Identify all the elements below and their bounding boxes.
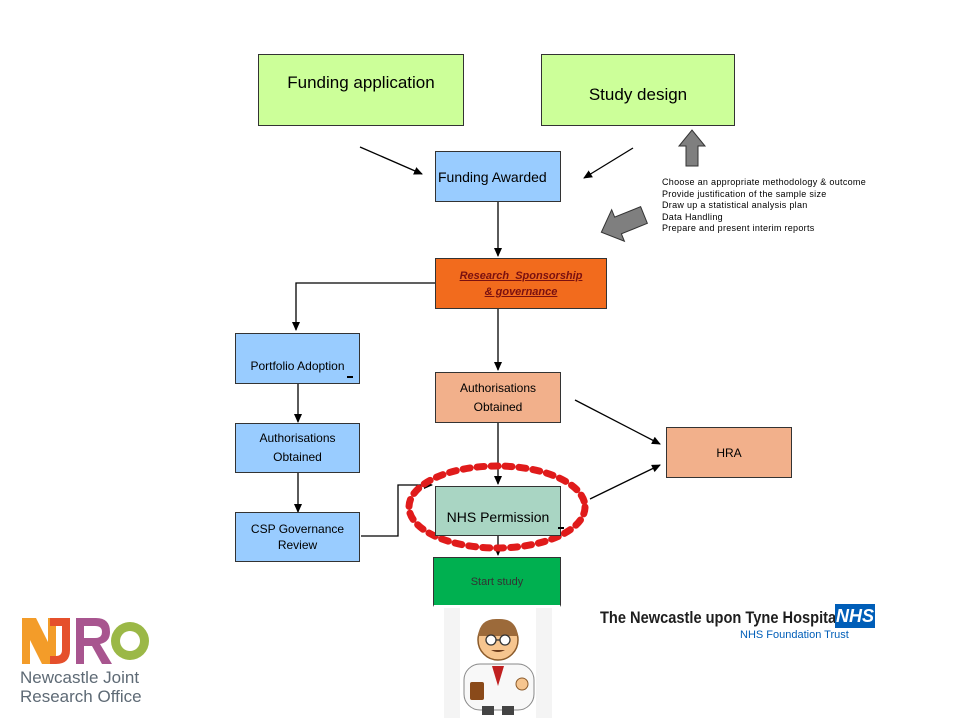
note-data-handling: Data Handling (662, 211, 723, 222)
hra-box: HRA (666, 427, 792, 478)
study-design-box: Study design (541, 54, 735, 126)
trust-logo: The Newcastle upon Tyne Hospitals NHS NH… (598, 603, 888, 647)
nhs-permission-box: NHS Permission (435, 486, 561, 536)
start-study-label: Start study (470, 575, 524, 588)
note-sample-size: Provide justification of the sample size (662, 188, 827, 199)
funding-application-box: Funding application (258, 54, 464, 126)
authorisations-left-label-line1: Authorisations (259, 431, 336, 445)
grey-left-arrow-icon (600, 206, 649, 243)
authorisations-center-box: Authorisations Obtained (435, 372, 561, 423)
start-study-box: Start study (433, 557, 561, 607)
note-statistical-plan: Draw up a statistical analysis plan (662, 200, 808, 211)
csp-governance-label-line1: CSP Governance (250, 522, 345, 536)
hra-label: HRA (716, 445, 742, 460)
trust-subtitle: NHS Foundation Trust (740, 629, 849, 641)
portfolio-adoption-box: Portfolio Adoption (235, 333, 360, 384)
authorisations-center-label-line2: Obtained (473, 399, 523, 414)
research-sponsorship-label-line1: Research Sponsorship (459, 269, 583, 282)
note-methodology: Choose an appropriate methodology & outc… (662, 177, 867, 187)
note-interim-reports: Prepare and present interim reports (662, 223, 815, 234)
funding-awarded-box: Funding Awarded (435, 151, 561, 202)
njro-name-line2: Research Office (20, 687, 142, 706)
authorisations-left-box: Authorisations Obtained (235, 423, 360, 473)
portfolio-adoption-label: Portfolio Adoption (250, 358, 345, 373)
nhs-permission-mark (558, 527, 564, 529)
portfolio-adoption-mark (347, 376, 353, 378)
trust-name: The Newcastle upon Tyne Hospitals (600, 608, 849, 627)
csp-governance-label-line2: Review (277, 538, 318, 552)
funding-awarded-label: Funding Awarded (438, 168, 547, 185)
study-design-label: Study design (588, 85, 688, 104)
njro-logo: Newcastle Joint Research Office (20, 614, 160, 706)
arrow-application-to-awarded (359, 146, 423, 175)
doctor-cartoon-icon (444, 608, 552, 718)
arrow-sponsorship-to-portfolio (292, 282, 435, 331)
nhs-badge: NHS (835, 604, 875, 628)
csp-governance-box: CSP Governance Review (235, 512, 360, 562)
grey-up-arrow-icon (677, 129, 707, 167)
njro-mark-icon (22, 618, 149, 664)
arrow-nhs-to-hra (589, 464, 661, 500)
funding-application-label: Funding application (287, 73, 435, 92)
research-sponsorship-label-line2: & governance (484, 285, 558, 298)
authorisations-left-label-line2: Obtained (273, 450, 322, 464)
research-sponsorship-box: Research Sponsorship & governance (435, 258, 607, 309)
arrow-authorisations-to-hra (574, 399, 661, 445)
nhs-badge-label: NHS (835, 606, 874, 626)
authorisations-center-label-line1: Authorisations (459, 380, 537, 395)
arrow-csp-to-nhs (361, 481, 433, 537)
highlight-ring (405, 462, 589, 552)
nhs-permission-label: NHS Permission (446, 509, 550, 525)
arrow-design-to-awarded (583, 147, 634, 179)
njro-name-line1: Newcastle Joint (20, 668, 140, 687)
methodology-notes: Choose an appropriate methodology & outc… (662, 177, 866, 235)
